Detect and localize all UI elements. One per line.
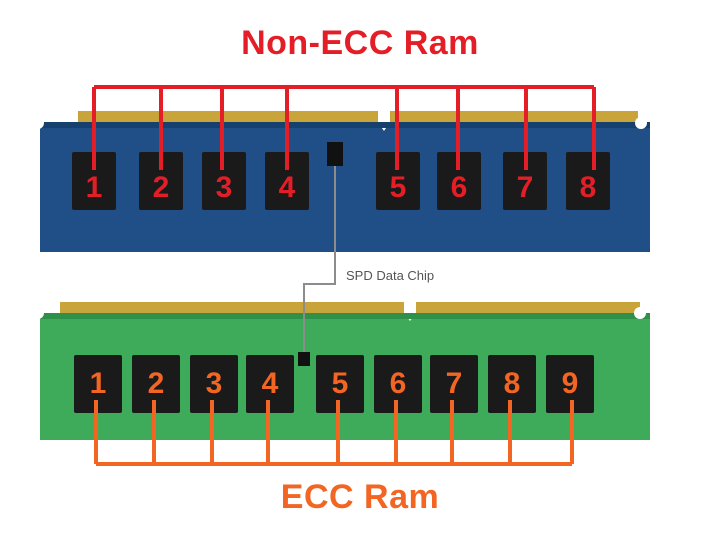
ecc-spd-chip [298, 352, 310, 366]
non-ecc-chip-label: 2 [141, 171, 181, 205]
non-ecc-chip-label: 3 [204, 171, 244, 205]
ecc-chip-label: 8 [492, 367, 532, 401]
ecc-chip-label: 5 [320, 367, 360, 401]
non-ecc-hole-left [32, 117, 44, 129]
ecc-chip-label: 2 [136, 367, 176, 401]
non-ecc-hole-right [635, 117, 647, 129]
non-ecc-chip-label: 7 [505, 171, 545, 205]
non-ecc-chip-label: 8 [568, 171, 608, 205]
non-ecc-module [32, 108, 650, 252]
non-ecc-chip-label: 6 [439, 171, 479, 205]
ecc-hole-right [634, 307, 646, 319]
ecc-hole-left [32, 307, 44, 319]
ecc-chip-label: 7 [434, 367, 474, 401]
non-ecc-spd-chip [327, 142, 343, 166]
ecc-chip-label: 3 [194, 367, 234, 401]
ecc-chip-label: 4 [250, 367, 290, 401]
spd-data-chip-label: SPD Data Chip [346, 268, 434, 283]
non-ecc-chip-label: 1 [74, 171, 114, 205]
non-ecc-chip-label: 4 [267, 171, 307, 205]
ecc-chip-label: 6 [378, 367, 418, 401]
non-ecc-chip-label: 5 [378, 171, 418, 205]
ecc-chip-label: 1 [78, 367, 118, 401]
ecc-chip-label: 9 [550, 367, 590, 401]
non-ecc-pcb [40, 122, 650, 252]
